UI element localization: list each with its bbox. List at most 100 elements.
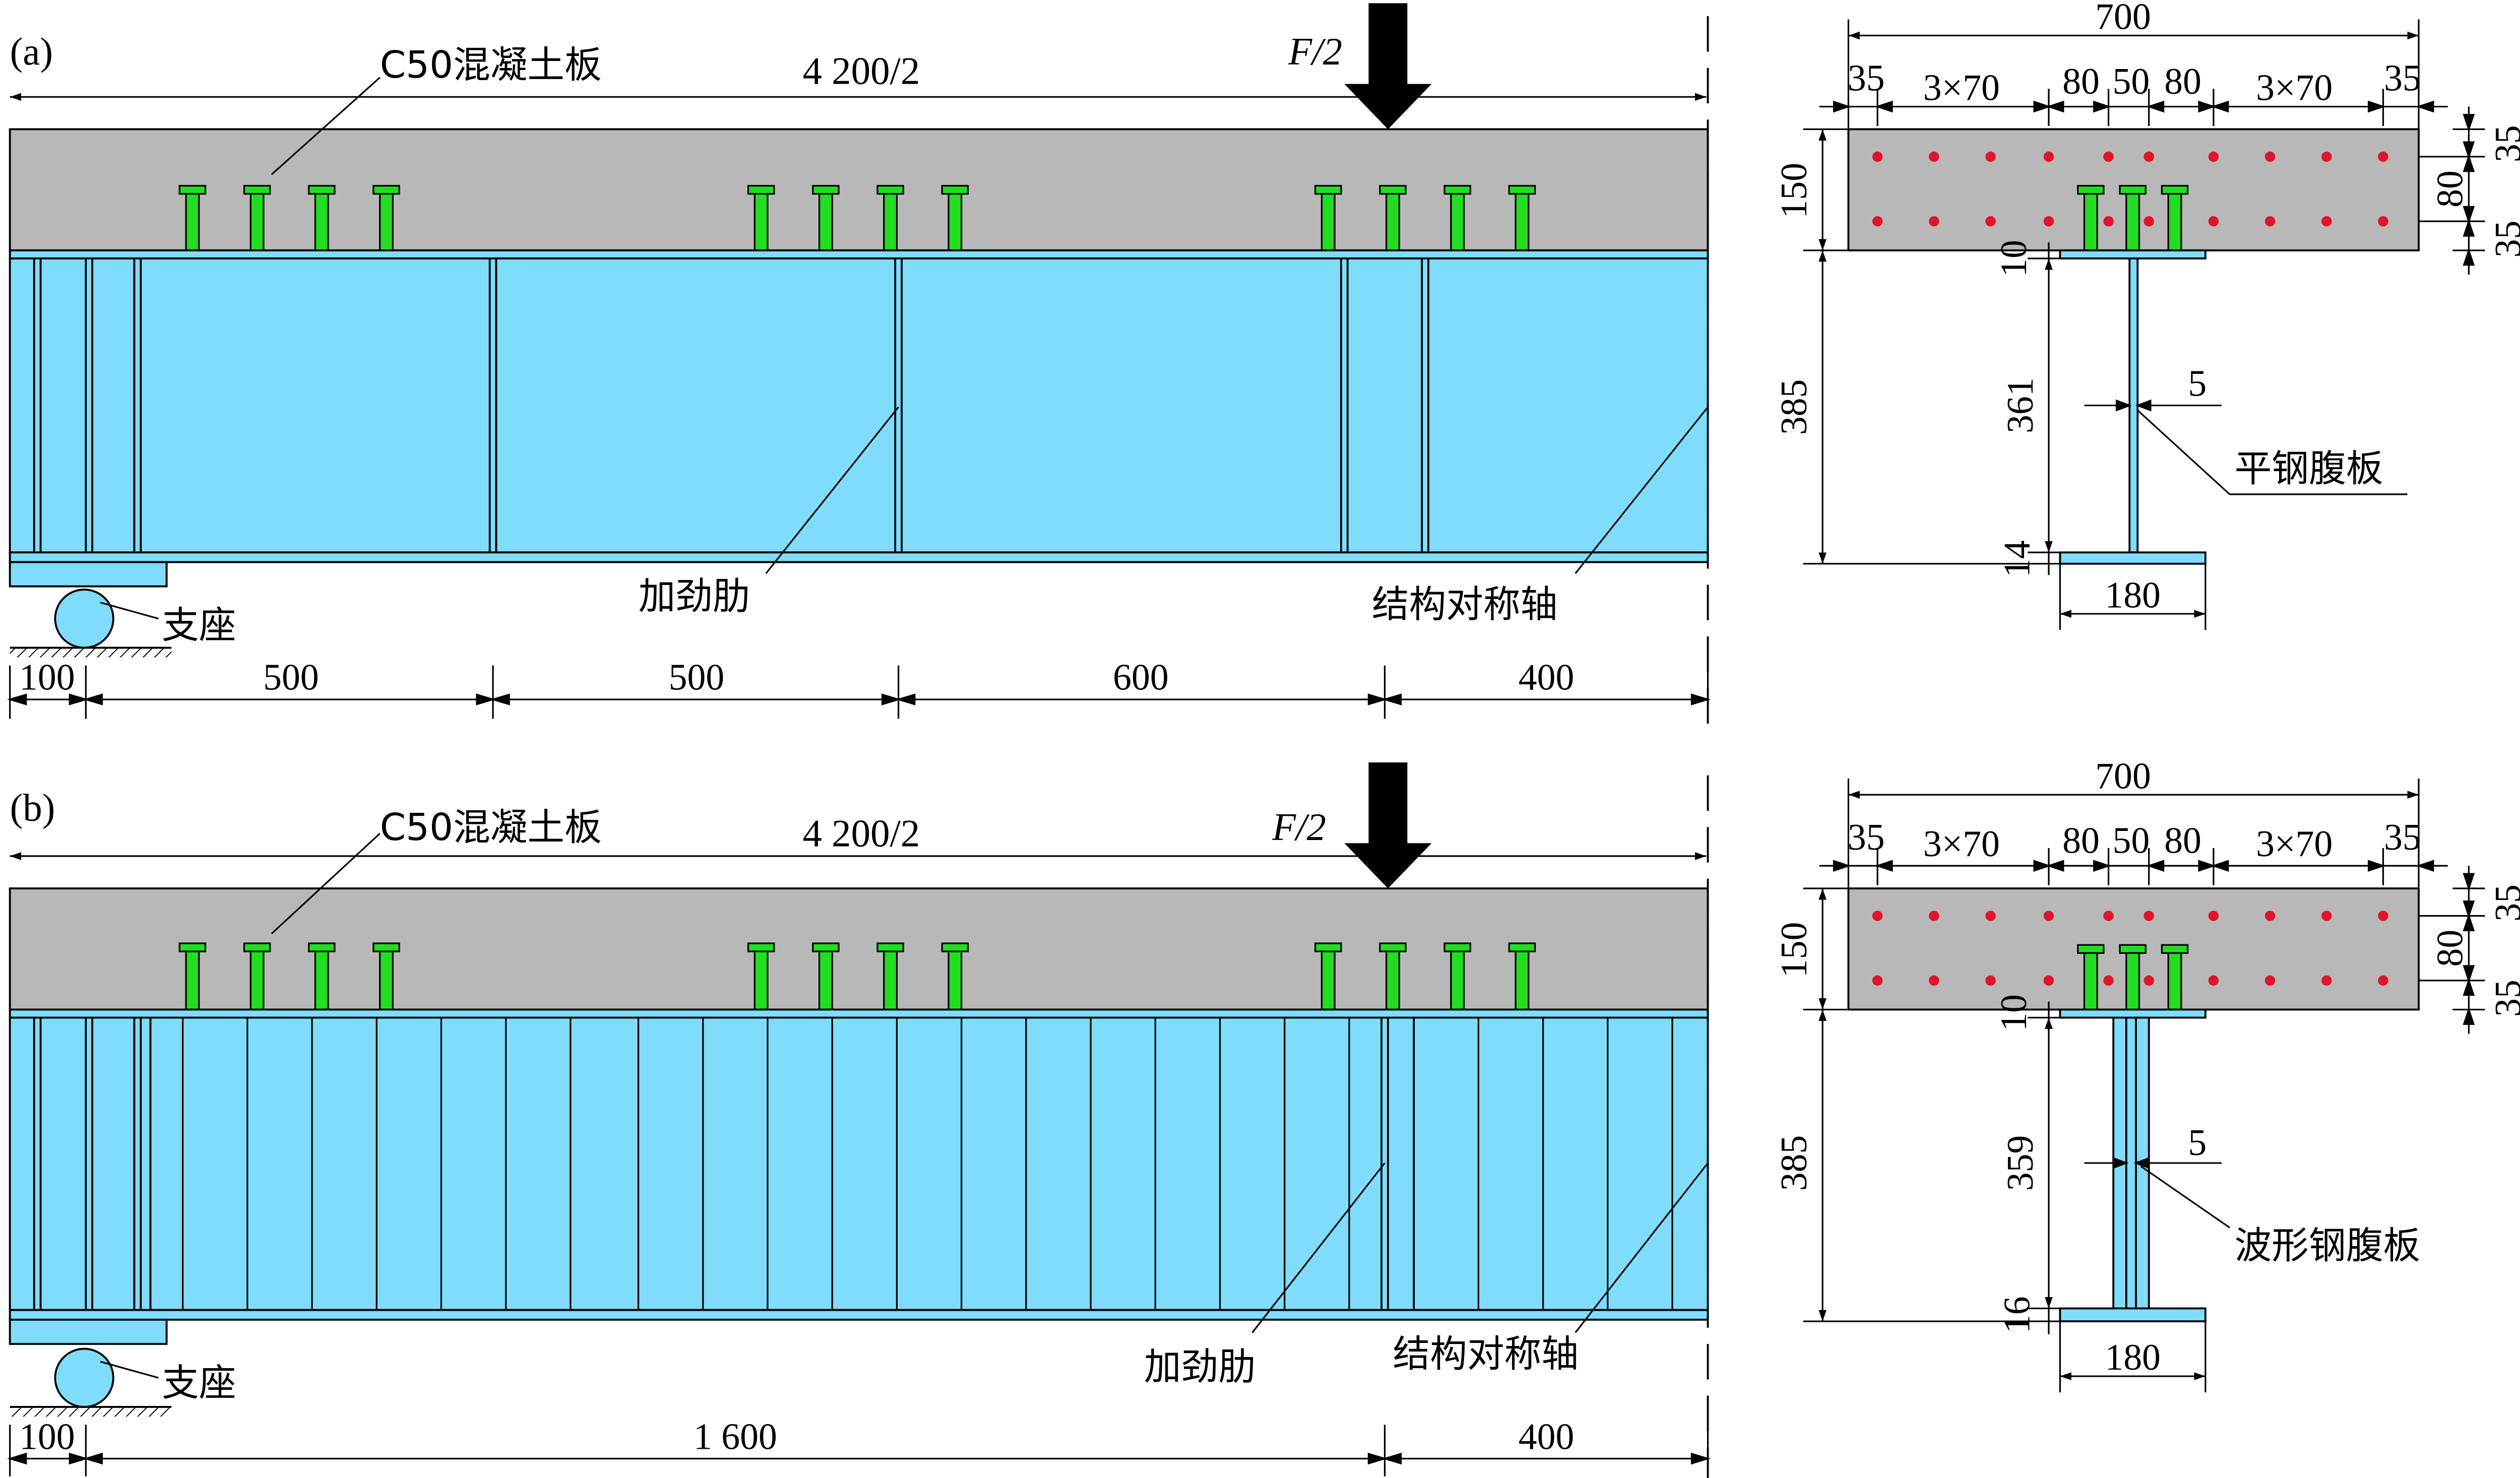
web-leader <box>2137 410 2408 495</box>
left-dims <box>1803 128 2060 575</box>
right-dims <box>2418 866 2485 1034</box>
web-height-text: 361 <box>1999 377 2041 433</box>
section-studs <box>2077 944 2189 1011</box>
web-thickness-text: 5 <box>2188 1122 2207 1163</box>
span-100: 100 <box>19 1416 75 1457</box>
right-35-top: 35 <box>2487 125 2520 162</box>
section-a: 700 35 3×70 80 50 80 3×70 35 <box>1773 0 2520 630</box>
load-label: F/2 <box>1272 805 1326 849</box>
stud <box>1379 185 1407 251</box>
stud <box>178 942 207 1011</box>
shear-studs <box>178 185 1536 251</box>
steel-girder <box>9 1008 1709 1321</box>
load-label: F/2 <box>1288 30 1342 73</box>
right-80: 80 <box>2429 930 2471 967</box>
stud <box>1314 942 1342 1011</box>
spacing-3x70-right: 3×70 <box>2256 67 2333 108</box>
section-b: 700 35 3×70 80 50 80 3×70 35 <box>1773 755 2520 1393</box>
steel-girder <box>9 249 1709 563</box>
spacing-50: 50 <box>2113 60 2150 102</box>
span-400: 400 <box>1519 1416 1574 1457</box>
flange-bottom-text: 14 <box>1996 540 2037 577</box>
ground-hatch <box>10 1406 172 1417</box>
web-label: 平钢腹板 <box>2235 447 2383 490</box>
half-length-text: 4 200/2 <box>802 812 920 855</box>
spacing-3x70-left: 3×70 <box>1923 67 2000 108</box>
left-dims <box>1803 887 2060 1334</box>
stud <box>243 185 271 251</box>
spacing-3x70-left: 3×70 <box>1923 823 2000 864</box>
support-leader <box>100 602 159 620</box>
stiffeners <box>33 1017 1415 1310</box>
web-thickness-text: 5 <box>2188 362 2207 404</box>
ground-hatch <box>10 648 172 658</box>
right-35-bottom: 35 <box>2487 221 2520 258</box>
stud <box>243 942 271 1011</box>
span-1600: 1 600 <box>694 1416 777 1457</box>
span-400: 400 <box>1519 657 1574 698</box>
section-studs <box>2077 185 2189 251</box>
span-500-2: 500 <box>669 657 725 698</box>
right-dims <box>2418 106 2485 275</box>
web-thickness-dim <box>2084 399 2222 412</box>
spacing-3x70-right: 3×70 <box>2256 823 2333 864</box>
support-plate <box>9 561 168 588</box>
spacing-80-right: 80 <box>2164 60 2201 102</box>
half-length-text: 4 200/2 <box>802 49 920 93</box>
panel-b: (b) 4 200/2 F/2 C50混凝土板 <box>7 755 2520 1478</box>
concrete-slab <box>9 887 1709 1011</box>
stud <box>876 942 904 1011</box>
stud <box>308 185 336 251</box>
span-100: 100 <box>19 657 75 698</box>
section-steel <box>2059 1008 2207 1322</box>
rebar-dots <box>1872 911 2388 986</box>
right-35-bottom: 35 <box>2487 980 2520 1017</box>
spacing-35-right: 35 <box>2384 57 2421 99</box>
spacing-dims <box>1819 89 2448 126</box>
section-steel <box>2059 249 2207 565</box>
slab-label: C50混凝土板 <box>380 44 602 87</box>
span-dimensions <box>7 665 1711 719</box>
support-label: 支座 <box>162 1362 236 1405</box>
right-35-top: 35 <box>2487 884 2520 922</box>
load-arrow-icon <box>1344 3 1432 130</box>
flange-width-dim <box>2059 1321 2207 1393</box>
shear-studs <box>178 942 1536 1011</box>
web-label: 波形钢腹板 <box>2235 1225 2421 1267</box>
span-dimensions <box>7 1425 1711 1476</box>
slab-depth-text: 150 <box>1773 922 1814 978</box>
flange-width-text: 180 <box>2105 574 2161 615</box>
flange-bottom-text: 16 <box>1996 1296 2037 1333</box>
stiffener-label: 加劲肋 <box>1144 1345 1255 1388</box>
stiffener-leader <box>1251 1162 1385 1333</box>
girder-depth-text: 385 <box>1773 379 1814 435</box>
rebar-dots <box>1872 151 2388 227</box>
section-width-text: 700 <box>2095 755 2151 796</box>
panel-a-label: (a) <box>10 30 53 73</box>
stud <box>941 942 969 1011</box>
support-leader <box>100 1361 159 1379</box>
spacing-80-left: 80 <box>2062 60 2100 102</box>
stiffeners <box>33 258 1429 553</box>
web-height-text: 359 <box>1999 1135 2041 1191</box>
stud <box>1443 942 1471 1011</box>
flange-width-dim <box>2059 563 2207 630</box>
axis-leader <box>1574 1162 1709 1333</box>
stud <box>1508 942 1536 1011</box>
spacing-80-right: 80 <box>2164 819 2201 861</box>
spacing-35-left: 35 <box>1848 816 1885 858</box>
axis-leader <box>1574 406 1709 574</box>
girder-depth-text: 385 <box>1773 1135 1814 1191</box>
slab-leader <box>271 832 381 934</box>
stiffener-leader <box>765 406 899 574</box>
axis-label: 结构对称轴 <box>1393 1333 1579 1376</box>
load-arrow-icon <box>1344 762 1432 889</box>
stud <box>1379 942 1407 1011</box>
stud <box>747 185 775 251</box>
span-600: 600 <box>1113 657 1169 698</box>
support-roller-icon <box>54 1347 114 1408</box>
section-width-text: 700 <box>2095 0 2151 37</box>
right-80: 80 <box>2429 170 2471 208</box>
panel-b-label: (b) <box>10 786 55 829</box>
